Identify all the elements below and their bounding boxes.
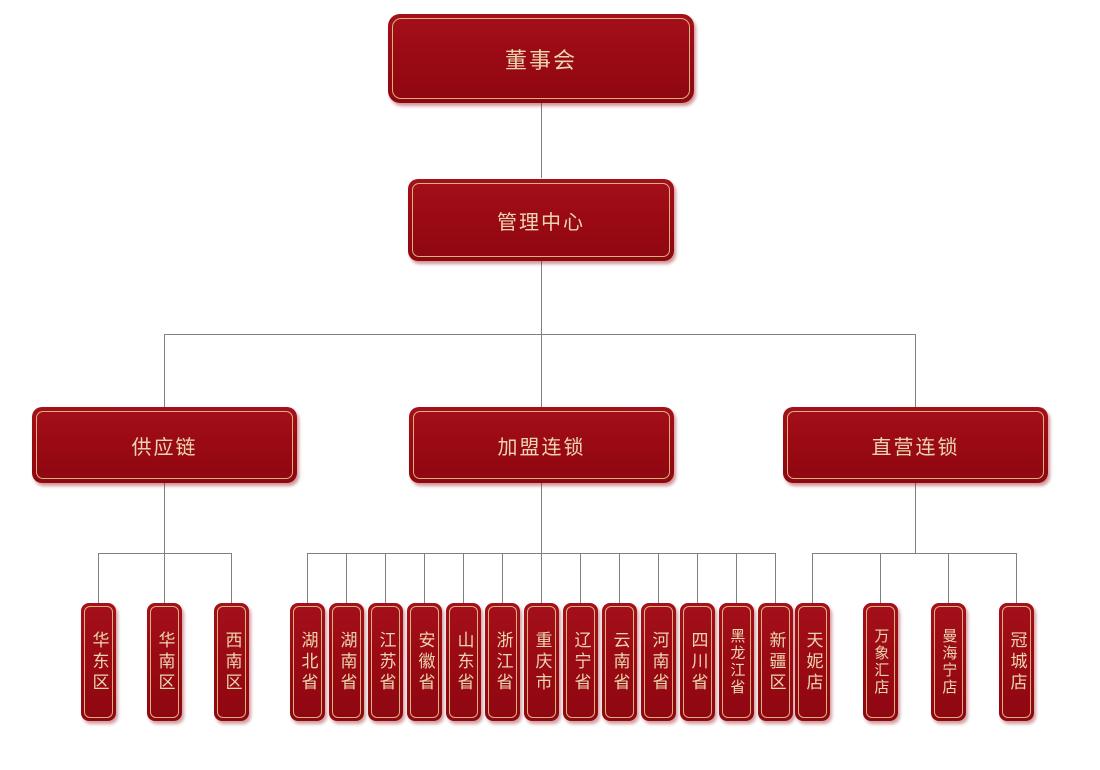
connector-direct-bus: [812, 553, 1017, 554]
node-label: 山东省: [453, 630, 474, 694]
connector-drop-manhaining: [948, 553, 949, 603]
connector-divisions-bus: [164, 334, 916, 335]
node-label: 河南省: [648, 630, 669, 694]
connector-drop-chongqing: [541, 553, 542, 603]
connector-bus-to-direct: [915, 334, 916, 407]
connector-drop-liaoning: [580, 553, 581, 603]
node-label: 安徽省: [414, 630, 435, 694]
node-store-wanxianghui[interactable]: 万象汇店: [863, 603, 898, 721]
node-province-jiangsu[interactable]: 江苏省: [368, 603, 403, 721]
node-label: 湖南省: [336, 630, 357, 694]
connector-drop-huanan: [164, 553, 165, 603]
node-label: 董事会: [504, 48, 577, 74]
connector-franchise-down: [541, 483, 542, 553]
connector-drop-sichuan: [697, 553, 698, 603]
node-label: 华南区: [154, 630, 175, 694]
node-province-yunnan[interactable]: 云南省: [602, 603, 637, 721]
node-label: 天妮店: [802, 630, 823, 694]
node-province-liaoning[interactable]: 辽宁省: [563, 603, 598, 721]
connector-drop-huadong: [98, 553, 99, 603]
node-province-heilongjiang[interactable]: 黑龙江省: [719, 603, 754, 721]
connector-drop-heilongjiang: [736, 553, 737, 603]
node-province-chongqing[interactable]: 重庆市: [524, 603, 559, 721]
connector-supplychain-down: [164, 483, 165, 553]
connector-drop-tianni: [812, 553, 813, 603]
node-province-shandong[interactable]: 山东省: [446, 603, 481, 721]
node-board-of-directors[interactable]: 董事会: [388, 14, 694, 103]
node-label: 新疆区: [765, 630, 786, 694]
node-label: 供应链: [131, 434, 198, 459]
connector-management-down: [541, 261, 542, 334]
node-label: 直营连锁: [871, 434, 960, 459]
node-label: 加盟连锁: [497, 434, 586, 459]
connector-bus-to-franchise: [541, 334, 542, 407]
node-province-hunan[interactable]: 湖南省: [329, 603, 364, 721]
node-label: 湖北省: [297, 630, 318, 694]
node-region-xinan[interactable]: 西南区: [214, 603, 249, 721]
connector-direct-down: [915, 483, 916, 553]
connector-drop-jiangsu: [385, 553, 386, 603]
node-label: 辽宁省: [570, 630, 591, 694]
connector-bus-to-supplychain: [164, 334, 165, 407]
node-region-huadong[interactable]: 华东区: [81, 603, 116, 721]
node-label: 西南区: [221, 630, 242, 694]
node-direct-chain[interactable]: 直营连锁: [783, 407, 1048, 483]
node-management-center[interactable]: 管理中心: [408, 179, 674, 261]
connector-drop-zhejiang: [502, 553, 503, 603]
node-label: 四川省: [687, 630, 708, 694]
node-label: 重庆市: [531, 630, 552, 694]
connector-drop-wanxianghui: [880, 553, 881, 603]
node-label: 江苏省: [375, 630, 396, 694]
node-region-huanan[interactable]: 华南区: [147, 603, 182, 721]
node-province-hubei[interactable]: 湖北省: [290, 603, 325, 721]
node-label: 华东区: [88, 630, 109, 694]
node-province-henan[interactable]: 河南省: [641, 603, 676, 721]
connector-drop-hunan: [346, 553, 347, 603]
connector-drop-hubei: [307, 553, 308, 603]
node-supply-chain[interactable]: 供应链: [32, 407, 297, 483]
connector-drop-xinjiang: [775, 553, 776, 603]
node-franchise-chain[interactable]: 加盟连锁: [409, 407, 674, 483]
node-label: 管理中心: [497, 209, 585, 234]
node-label: 浙江省: [492, 630, 513, 694]
connector-drop-yunnan: [619, 553, 620, 603]
node-province-zhejiang[interactable]: 浙江省: [485, 603, 520, 721]
connector-drop-shandong: [463, 553, 464, 603]
connector-drop-guancheng: [1016, 553, 1017, 603]
node-store-manhaining[interactable]: 曼海宁店: [931, 603, 966, 721]
node-label: 曼海宁店: [940, 628, 959, 696]
connector-drop-henan: [658, 553, 659, 603]
node-province-anhui[interactable]: 安徽省: [407, 603, 442, 721]
node-label: 黑龙江省: [728, 628, 747, 696]
node-province-sichuan[interactable]: 四川省: [680, 603, 715, 721]
node-province-xinjiang[interactable]: 新疆区: [758, 603, 793, 721]
node-label: 冠城店: [1006, 630, 1027, 694]
connector-root-to-management: [541, 103, 542, 178]
connector-drop-anhui: [424, 553, 425, 603]
node-store-tianni[interactable]: 天妮店: [795, 603, 830, 721]
node-label: 万象汇店: [872, 628, 891, 696]
connector-drop-xinan: [231, 553, 232, 603]
node-label: 云南省: [609, 630, 630, 694]
node-store-guancheng[interactable]: 冠城店: [999, 603, 1034, 721]
